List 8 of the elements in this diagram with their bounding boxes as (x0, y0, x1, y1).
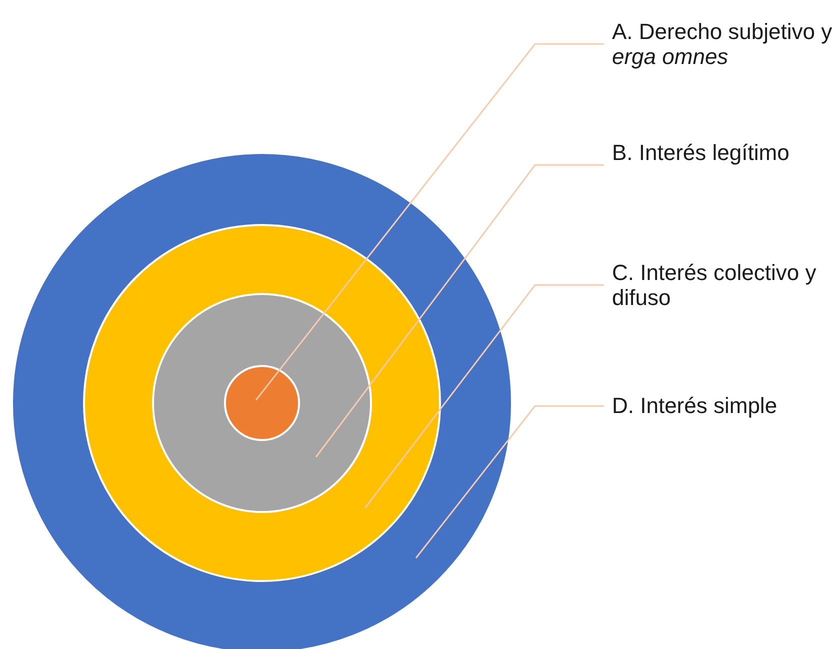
label-text: D. Interés simple (612, 393, 778, 418)
label-text: A. Derecho subjetivo y erga omnes (612, 19, 834, 69)
leader-line (415, 405, 604, 558)
leader-line (255, 43, 604, 400)
label-text: B. Interés legítimo (612, 140, 790, 165)
label-text: C. Interés colectivo y difuso (612, 260, 818, 310)
leader-line (364, 284, 604, 508)
leader-line (315, 164, 604, 458)
